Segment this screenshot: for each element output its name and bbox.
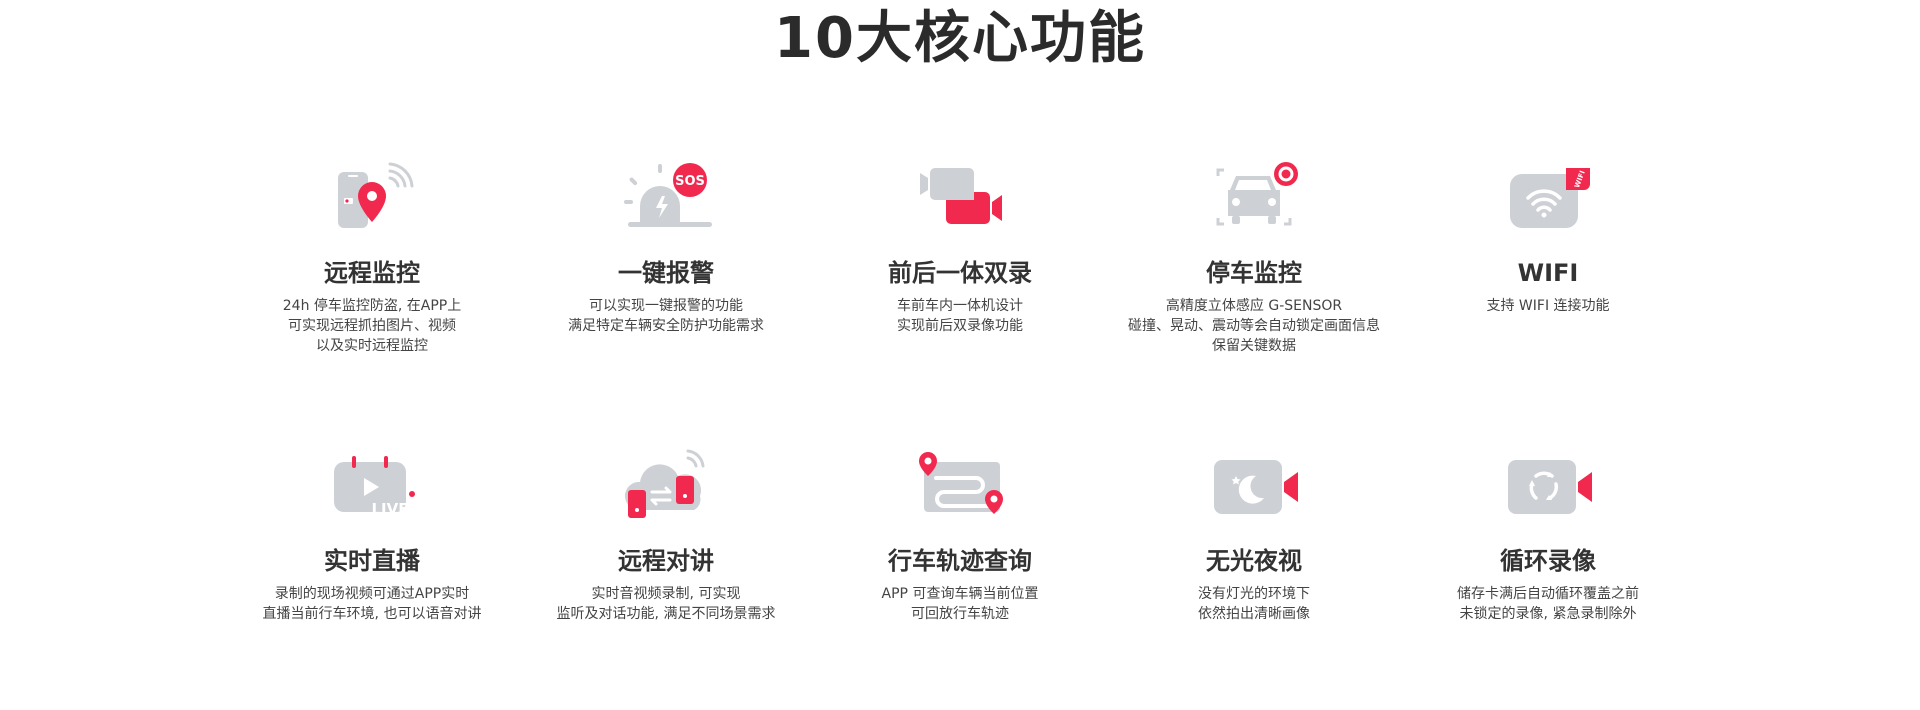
feature-title: 远程监控: [324, 259, 420, 287]
feature-description: 高精度立体感应 G-SENSOR 碰撞、晃动、震动等会自动锁定画面信息 保留关键…: [1128, 296, 1380, 356]
feature-description: 没有灯光的环境下 依然拍出清晰画像: [1198, 584, 1310, 624]
description-line: 以及实时远程监控: [316, 338, 428, 355]
feature-description: 实时音视频录制, 可实现 监听及对话功能, 满足不同场景需求: [557, 584, 776, 624]
feature-title: 前后一体双录: [888, 259, 1032, 287]
feature-night-vision: 无光夜视 没有灯光的环境下 依然拍出清晰画像: [1107, 448, 1401, 680]
description-line: 碰撞、晃动、震动等会自动锁定画面信息: [1128, 318, 1380, 335]
dual-camera-icon: [920, 168, 1002, 224]
description-line: 储存卡满后自动循环覆盖之前: [1457, 586, 1639, 603]
feature-description: APP 可查询车辆当前位置 可回放行车轨迹: [882, 584, 1039, 624]
live-stream-icon: LIVE: [334, 456, 415, 518]
feature-title: 行车轨迹查询: [888, 547, 1032, 575]
sos-label: SOS: [675, 174, 705, 189]
feature-title: 一键报警: [618, 259, 714, 287]
description-line: 支持 WIFI 连接功能: [1486, 298, 1610, 315]
car-sensor-icon: [1216, 162, 1298, 226]
cloud-intercom-icon: [624, 449, 705, 518]
feature-parking-monitoring: 停车监控 高精度立体感应 G-SENSOR 碰撞、晃动、震动等会自动锁定画面信息…: [1107, 160, 1401, 448]
live-label: LIVE: [372, 500, 409, 518]
description-line: 实时音视频录制, 可实现: [591, 586, 741, 603]
description-line: 监听及对话功能, 满足不同场景需求: [556, 606, 776, 623]
description-line: 可回放行车轨迹: [910, 606, 1009, 623]
feature-dual-recording: 前后一体双录 车前车内一体机设计 实现前后双录像功能: [813, 160, 1107, 448]
feature-title: 停车监控: [1206, 259, 1302, 287]
feature-description: 支持 WIFI 连接功能: [1486, 296, 1609, 316]
wifi-icon: WIFI: [1510, 168, 1590, 228]
description-line: 可实现远程抓拍图片、视频: [288, 318, 456, 335]
feature-description: 24h 停车监控防盗, 在APP上 可实现远程抓拍图片、视频 以及实时远程监控: [283, 296, 462, 356]
description-line: 车前车内一体机设计: [897, 298, 1023, 315]
feature-remote-monitoring: 远程监控 24h 停车监控防盗, 在APP上 可实现远程抓拍图片、视频 以及实时…: [225, 160, 519, 448]
description-line: 没有灯光的环境下: [1198, 586, 1310, 603]
description-line: 保留关键数据: [1212, 338, 1296, 355]
phone-location-wifi-icon: [338, 162, 414, 228]
description-line: 实现前后双录像功能: [897, 318, 1023, 335]
feature-description: 车前车内一体机设计 实现前后双录像功能: [897, 296, 1023, 336]
description-line: 依然拍出清晰画像: [1198, 606, 1310, 623]
alarm-light-sos-icon: SOS: [624, 163, 712, 227]
feature-loop-recording: 循环录像 储存卡满后自动循环覆盖之前 未锁定的录像, 紧急录制除外: [1401, 448, 1695, 680]
description-line: 24h 停车监控防盗, 在APP上: [282, 298, 462, 315]
features-grid: 远程监控 24h 停车监控防盗, 在APP上 可实现远程抓拍图片、视频 以及实时…: [225, 160, 1695, 680]
feature-wifi: WIFI WIFI 支持 WIFI 连接功能: [1401, 160, 1695, 448]
description-line: 未锁定的录像, 紧急录制除外: [1459, 606, 1637, 623]
description-line: 高精度立体感应 G-SENSOR: [1165, 298, 1343, 315]
feature-live-stream: LIVE 实时直播 录制的现场视频可通过APP实时 直播当前行车环境, 也可以语…: [225, 448, 519, 680]
description-line: APP 可查询车辆当前位置: [881, 586, 1039, 603]
feature-description: 储存卡满后自动循环覆盖之前 未锁定的录像, 紧急录制除外: [1457, 584, 1639, 624]
feature-title: 远程对讲: [618, 547, 714, 575]
description-line: 录制的现场视频可通过APP实时: [274, 586, 470, 603]
description-line: 可以实现一键报警的功能: [589, 298, 743, 315]
feature-remote-intercom: 远程对讲 实时音视频录制, 可实现 监听及对话功能, 满足不同场景需求: [519, 448, 813, 680]
feature-description: 可以实现一键报警的功能 满足特定车辆安全防护功能需求: [568, 296, 764, 336]
feature-title: 循环录像: [1500, 547, 1596, 575]
description-line: 满足特定车辆安全防护功能需求: [568, 318, 764, 335]
feature-title: 无光夜视: [1206, 547, 1302, 575]
route-track-icon: [919, 452, 1003, 514]
night-vision-icon: [1214, 460, 1298, 514]
feature-one-key-alarm: SOS 一键报警 可以实现一键报警的功能 满足特定车辆安全防护功能需求: [519, 160, 813, 448]
feature-description: 录制的现场视频可通过APP实时 直播当前行车环境, 也可以语音对讲: [263, 584, 482, 624]
description-line: 直播当前行车环境, 也可以语音对讲: [262, 606, 482, 623]
loop-recording-icon: [1508, 460, 1592, 514]
page-title: 10大核心功能: [774, 6, 1146, 71]
feature-route-track: 行车轨迹查询 APP 可查询车辆当前位置 可回放行车轨迹: [813, 448, 1107, 680]
feature-title: 实时直播: [324, 547, 420, 575]
feature-title: WIFI: [1517, 259, 1579, 287]
